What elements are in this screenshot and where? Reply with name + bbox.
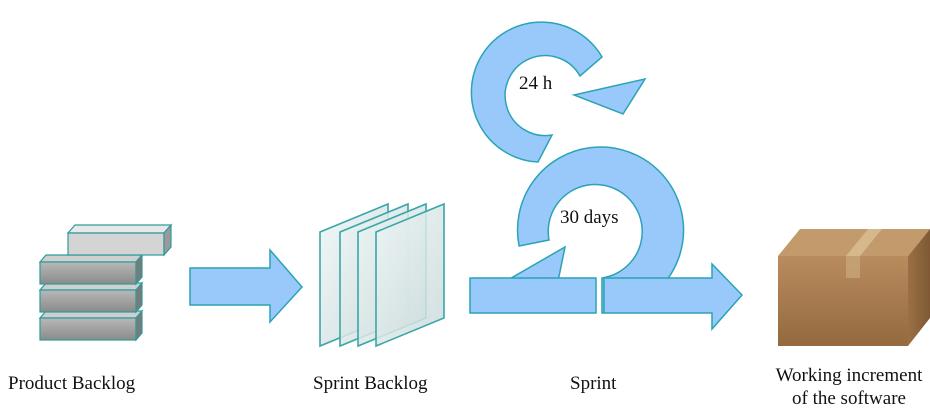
product-backlog-label: Product Backlog: [8, 373, 136, 394]
working-increment-line-2: of the software: [792, 388, 906, 409]
sprint-backlog-icon: [319, 202, 445, 348]
working-increment-label: Working increment of the software: [768, 364, 930, 410]
sprint-cycle-label: 30 days: [560, 207, 619, 228]
working-increment-line-1: Working increment: [775, 365, 923, 386]
working-increment-box-icon: [778, 229, 930, 346]
sprint-backlog-label: Sprint Backlog: [313, 373, 428, 394]
daily-cycle-label: 24 h: [519, 73, 553, 94]
product-backlog-icon: [38, 223, 173, 342]
sprint-label: Sprint: [570, 373, 617, 394]
sprint-cycle-arrow: [469, 146, 744, 331]
daily-cycle-arrow: [470, 21, 647, 163]
flow-arrow-1: [189, 247, 304, 324]
